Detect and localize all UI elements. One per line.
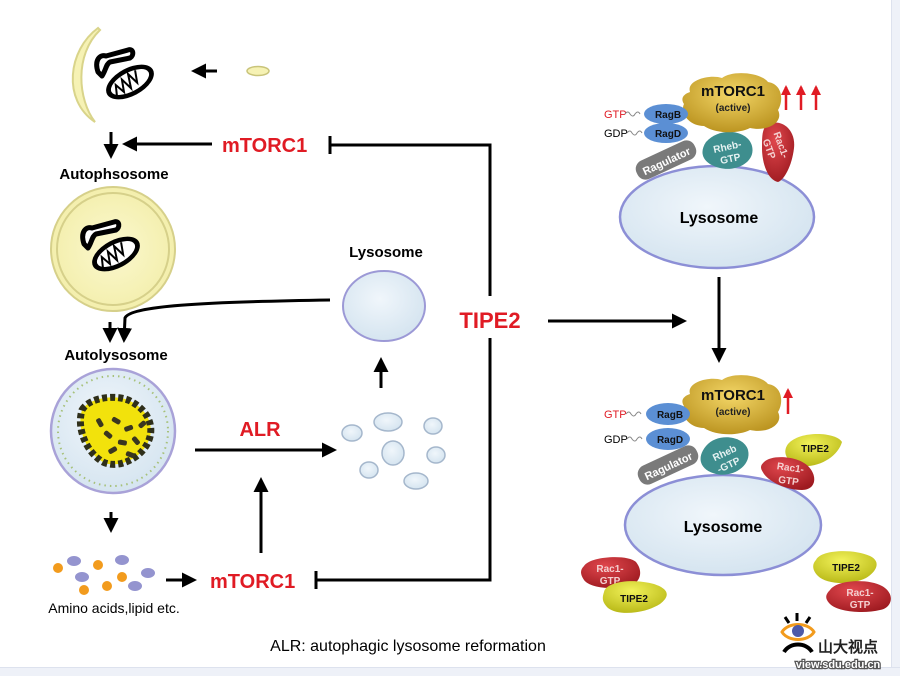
lysosome-right-bottom (623, 473, 823, 577)
svg-text:(active): (active) (715, 407, 750, 418)
svg-text:GTP: GTP (850, 600, 871, 611)
degraded-cargo-icon (77, 393, 155, 468)
rheb-gtp-bottom: Rheb -GTP (700, 437, 749, 476)
svg-text:Rac1-: Rac1- (596, 564, 623, 575)
ragb-bottom: RagB (646, 403, 690, 425)
alr-definition: ALR: autophagic lysosome reformation (270, 638, 546, 655)
ragb-top: RagB (644, 104, 688, 124)
vesicle (426, 446, 446, 464)
free-complex-right: TIPE2 Rac1- GTP (813, 551, 891, 612)
vesicle (373, 412, 403, 432)
svg-text:Rac1-: Rac1- (776, 461, 805, 476)
tipe2-center-label: TIPE2 (459, 308, 520, 333)
amino-dot (102, 581, 112, 591)
gdp-label-top: GDP (604, 128, 628, 140)
gtp-label-bottom: GTP (604, 409, 627, 421)
amino-acid-dots (53, 555, 155, 595)
watermark-chinese: 山大视点 (818, 638, 878, 656)
ragd-top: RagD (644, 123, 688, 143)
lipid-dot (75, 572, 89, 582)
proto-lysosome-vesicles (341, 412, 446, 490)
up-arrows-top (781, 85, 821, 110)
gtp-link-top (624, 111, 641, 117)
svg-text:(active): (active) (715, 103, 750, 114)
vesicle (359, 461, 379, 479)
lipid-dot (67, 556, 81, 566)
svg-text:GTP: GTP (777, 475, 799, 489)
lipid-dot (141, 568, 155, 578)
svg-text:Rac1-: Rac1- (846, 588, 873, 599)
svg-text:GTP: GTP (600, 576, 621, 587)
amino-dot (53, 563, 63, 573)
vesicle (341, 424, 363, 442)
svg-text:RagB: RagB (657, 410, 683, 421)
engulfed-mitochondrion-icon (80, 219, 140, 272)
svg-text:RagD: RagD (655, 129, 681, 140)
alr-label: ALR (239, 419, 281, 441)
lysosome-left (342, 270, 426, 342)
vesicle (403, 472, 429, 490)
gdp-link-bottom (626, 436, 643, 442)
svg-text:TIPE2: TIPE2 (801, 444, 829, 455)
watermark-url: view.sdu.edu.cn (796, 659, 881, 671)
mtorc1-bottom-label: mTORC1 (210, 571, 295, 593)
eye-logo-icon (780, 613, 816, 654)
right-bottom-complex: Lysosome Ragulator Rheb -GTP TIPE2 Rac1-… (581, 375, 891, 613)
free-complex-left: Rac1- GTP TIPE2 (581, 557, 667, 613)
autophagosome-label: Autophsosome (59, 166, 168, 183)
svg-text:TIPE2: TIPE2 (832, 563, 860, 574)
svg-text:mTORC1: mTORC1 (701, 83, 765, 100)
rheb-gtp-top: Rheb- GTP (702, 131, 753, 169)
rac1-gtp-bottom-bound: Rac1- GTP (761, 457, 815, 490)
lysosome-right-top-label: Lysosome (680, 210, 759, 227)
gtp-label-top: GTP (604, 109, 627, 121)
phagophore-crescent (71, 26, 102, 123)
vesicle (381, 440, 405, 466)
lipid-dot (128, 581, 142, 591)
lysosome-label-left: Lysosome (349, 244, 423, 261)
small-vesicle (246, 65, 270, 77)
lysosome-right-bottom-label: Lysosome (684, 519, 763, 536)
amino-dot (117, 572, 127, 582)
page-right-border (891, 0, 900, 676)
svg-text:mTORC1: mTORC1 (701, 387, 765, 404)
tipe2-bound: TIPE2 (785, 434, 842, 467)
inhibition-tipe2-to-mtorc1-bottom (316, 338, 492, 582)
autolysosome (49, 367, 177, 495)
inhibition-tipe2-to-mtorc1-top (330, 143, 492, 296)
svg-text:RagB: RagB (655, 110, 681, 121)
svg-text:RagD: RagD (657, 435, 683, 446)
gdp-link-top (626, 130, 643, 136)
svg-text:TIPE2: TIPE2 (620, 594, 648, 605)
mitochondrion-icon (94, 47, 154, 100)
gdp-label-bottom: GDP (604, 434, 628, 446)
amino-acids-label: Amino acids,lipid etc. (48, 600, 180, 616)
mtorc1-top: mTORC1 (active) (682, 73, 782, 133)
mtorc1-top-label: mTORC1 (222, 135, 307, 157)
autolysosome-label: Autolysosome (64, 347, 167, 364)
lipid-dot (115, 555, 129, 565)
autophagosome (50, 186, 176, 312)
rac1-gtp-top: Rac1- GTP (760, 122, 795, 182)
mtorc1-bottom: mTORC1 (active) (682, 375, 782, 435)
vesicle (423, 417, 443, 435)
ragd-bottom: RagD (646, 428, 690, 450)
right-top-complex: Lysosome Ragulator Rheb- GTP Rac1- GTP m… (604, 73, 821, 270)
page-bottom-border (0, 667, 900, 676)
amino-dot (79, 585, 89, 595)
arrow-lysosome-to-autolysosome (117, 298, 331, 343)
watermark-logo: 山大视点 view.sdu.edu.cn (780, 613, 882, 672)
svg-text:GTP: GTP (719, 152, 742, 167)
amino-dot (93, 560, 103, 570)
gtp-link-bottom (625, 411, 642, 417)
